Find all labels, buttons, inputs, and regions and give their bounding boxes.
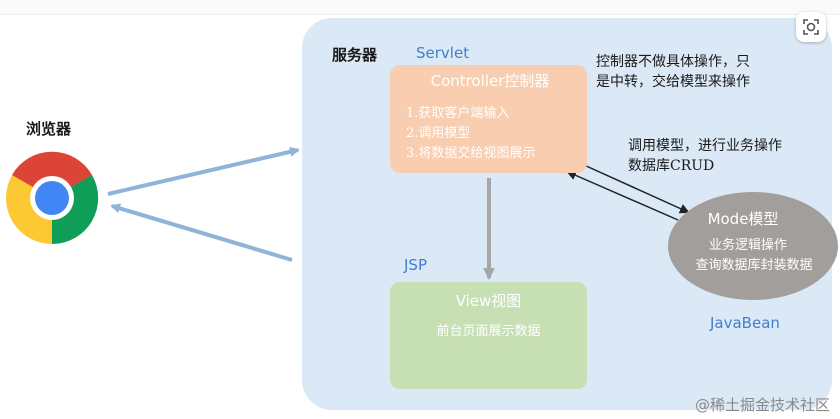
controller-step: 2.调用模型	[406, 126, 471, 141]
arrow-browser-to-server	[107, 146, 300, 196]
scan-icon	[803, 19, 819, 35]
arrow-server-to-browser	[110, 203, 293, 262]
model-title: Mode模型	[707, 210, 779, 228]
view-description: 前台页面展示数据	[436, 324, 541, 339]
server-label: 服务器	[332, 46, 378, 64]
model-line-1: 业务逻辑操作	[708, 238, 787, 253]
model-ellipse	[668, 192, 838, 300]
controller-note-line: 是中转，交给模型来操作	[596, 74, 750, 90]
controller-box	[390, 65, 587, 173]
view-box	[390, 282, 587, 389]
top-rule	[0, 0, 840, 15]
controller-step: 3.将数据交给视图展示	[406, 146, 536, 161]
controller-title: Controller控制器	[430, 72, 550, 90]
browser-label: 浏览器	[26, 120, 72, 138]
model-call-note: 调用模型，进行业务操作 数据库CRUD	[628, 136, 782, 176]
arrow-controller-to-model	[583, 164, 690, 214]
watermark: @稀土掘金技术社区	[694, 396, 830, 414]
arrow-model-to-controller	[566, 170, 679, 221]
model-call-note-line: 数据库CRUD	[628, 158, 715, 174]
view-title: View视图	[455, 292, 522, 310]
controller-note: 控制器不做具体操作，只 是中转，交给模型来操作	[596, 52, 750, 92]
controller-steps: 1.获取客户端输入 2.调用模型 3.将数据交给视图展示	[406, 104, 535, 164]
scan-icon-button[interactable]	[796, 12, 826, 42]
chrome-icon	[4, 150, 100, 246]
servlet-label: Servlet	[416, 44, 470, 62]
controller-step: 1.获取客户端输入	[406, 106, 510, 121]
model-line-2: 查询数据库封装数据	[695, 258, 813, 273]
controller-note-line: 控制器不做具体操作，只	[596, 54, 750, 70]
model-call-note-line: 调用模型，进行业务操作	[628, 138, 782, 154]
jsp-label: JSP	[404, 256, 427, 274]
javabean-label: JavaBean	[710, 314, 780, 332]
